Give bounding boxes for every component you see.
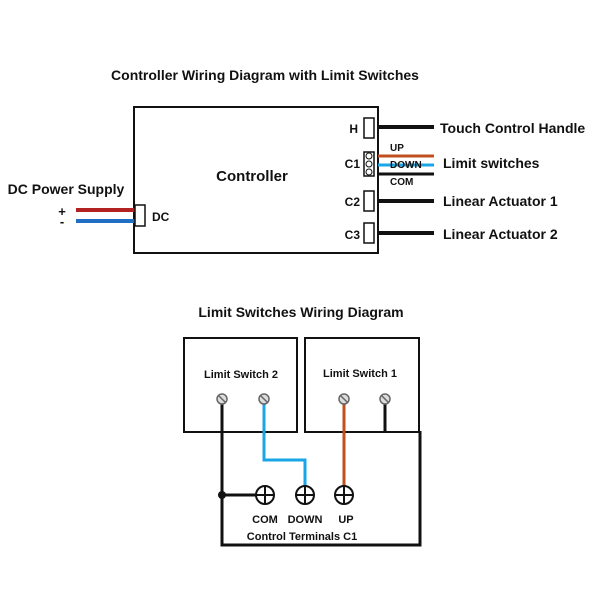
controller-label: Controller (216, 168, 288, 185)
plus-sign: + (58, 204, 66, 219)
touch-handle-label: Touch Control Handle (440, 120, 585, 136)
switch1-screw-a (338, 393, 350, 405)
terminal-up (334, 485, 354, 505)
c1-pin-up (365, 152, 373, 160)
port-c1-label: C1 (345, 157, 361, 171)
limit-switches-label: Limit switches (443, 155, 540, 171)
junction-dot (218, 491, 226, 499)
terminals-caption: Control Terminals C1 (247, 531, 357, 543)
port-h-label: H (349, 122, 358, 136)
limit-switch-1-label: Limit Switch 1 (323, 368, 397, 380)
terminal-up-label: UP (338, 514, 353, 526)
minus-sign: - (60, 214, 64, 229)
top-title: Controller Wiring Diagram with Limit Swi… (111, 67, 419, 83)
c1-pin-down (365, 160, 373, 168)
com-label: COM (390, 177, 413, 188)
down-label: DOWN (390, 160, 422, 171)
terminal-com-label: COM (252, 514, 278, 526)
port-c2-label: C2 (345, 195, 361, 209)
controller-box (133, 106, 379, 254)
port-c2 (363, 190, 375, 212)
c1-pin-com (365, 168, 373, 176)
port-c3-label: C3 (345, 228, 361, 242)
com-loop-wire (220, 400, 422, 547)
down-wire-bottom (262, 400, 307, 487)
switch1-screw-b (379, 393, 391, 405)
dc-port-label: DC (152, 210, 170, 224)
actuator1-label: Linear Actuator 1 (443, 193, 558, 209)
limit-switch-2-box (183, 337, 298, 433)
terminal-com (255, 485, 275, 505)
port-c1 (363, 151, 375, 177)
terminal-down-label: DOWN (288, 514, 323, 526)
limit-switch-1-box (304, 337, 420, 433)
port-h (363, 117, 375, 139)
bottom-title: Limit Switches Wiring Diagram (198, 304, 403, 320)
port-c3 (363, 222, 375, 244)
dc-port (134, 204, 146, 227)
actuator2-label: Linear Actuator 2 (443, 226, 558, 242)
limit-switch-2-label: Limit Switch 2 (204, 369, 278, 381)
switch2-screw-a (216, 393, 228, 405)
switch2-screw-b (258, 393, 270, 405)
dc-power-label: DC Power Supply (8, 181, 125, 197)
terminal-down (295, 485, 315, 505)
up-label: UP (390, 143, 404, 154)
